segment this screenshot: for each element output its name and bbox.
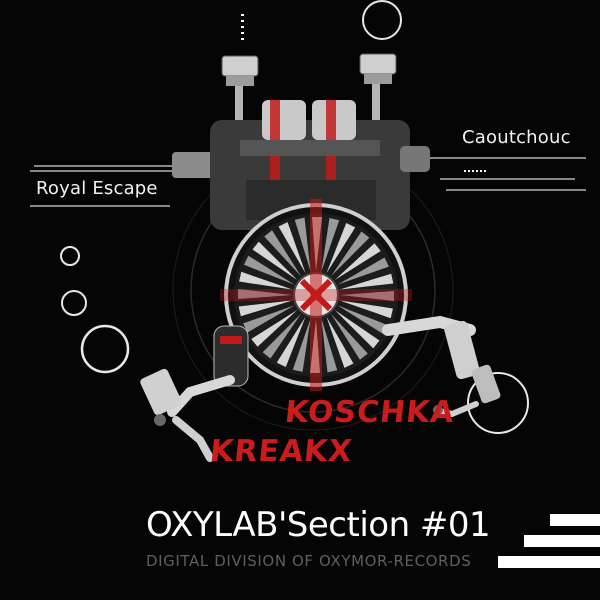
turbine-blade: [294, 217, 311, 272]
turbine-blade: [339, 300, 393, 319]
turbine-blade: [326, 222, 356, 274]
turbine-blade: [340, 291, 394, 301]
turbine-blade: [321, 318, 338, 373]
turbine-blade: [264, 230, 302, 277]
label-subtitle: DIGITAL DIVISION OF OXYMOR-RECORDS: [146, 552, 472, 570]
turbine-blade: [334, 309, 380, 349]
turbine-blade: [276, 316, 306, 368]
dot-marks: [241, 14, 486, 172]
turbine-blade: [326, 316, 354, 368]
turbine-blade: [292, 318, 311, 372]
label-title: OXYLAB'Section #01: [146, 505, 491, 545]
step-bar-1: [550, 514, 600, 526]
turbine-blade: [339, 273, 394, 290]
step-bar-2: [524, 535, 600, 547]
step-bars: [498, 514, 600, 568]
turbine-blade: [278, 222, 306, 274]
turbine-blade: [337, 257, 389, 285]
robot-arm-right: [382, 315, 501, 418]
turbine-fan: [220, 199, 412, 391]
decor-circle-top: [362, 0, 402, 40]
track-title-right: Caoutchouc: [462, 127, 571, 148]
artist-name-koschka: KOSCHKA: [283, 395, 457, 430]
robot-arm-left: [140, 325, 249, 462]
turbine-blade: [239, 271, 293, 290]
turbine-blade: [337, 305, 389, 335]
turbine-blade: [330, 231, 370, 277]
turbine-blade: [243, 255, 295, 285]
decor-circle-small: [60, 246, 80, 266]
artist-name-kreakx: KREAKX: [208, 434, 355, 469]
turbine-blade: [334, 243, 381, 281]
turbine-blade: [238, 300, 293, 317]
turbine-blade: [330, 313, 368, 360]
turbine-blade: [252, 241, 298, 281]
pistons: [221, 53, 397, 136]
decor-circle-large: [80, 324, 130, 374]
decor-circle-right: [467, 372, 529, 434]
track-title-left: Royal Escape: [36, 178, 158, 199]
turbine-blade: [262, 313, 302, 359]
decor-circle-medium: [61, 290, 87, 316]
turbine-blade: [321, 218, 340, 272]
turbine-blade: [251, 309, 298, 347]
turbine-blade: [243, 305, 295, 333]
step-bar-3: [498, 556, 600, 568]
turbine-blade: [238, 289, 292, 299]
